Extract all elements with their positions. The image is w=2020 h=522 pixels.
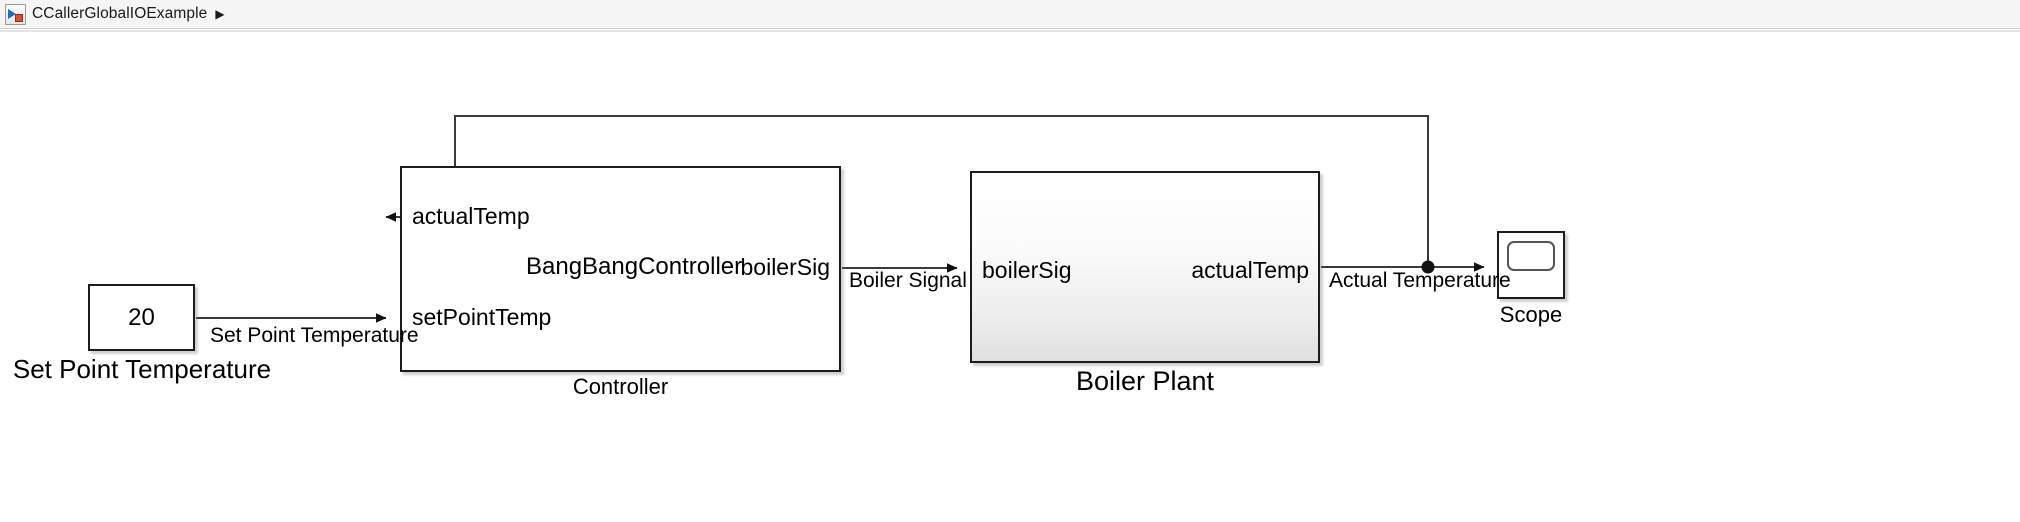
chevron-right-icon[interactable]: ▶ [215, 7, 225, 21]
simulink-model-icon-square [15, 13, 23, 22]
block-label-controller: Controller [572, 374, 669, 399]
simulink-model-icon [5, 3, 26, 25]
block-set-point-temperature[interactable]: 20 [88, 284, 195, 351]
breadcrumb-bar: CCallerGlobalIOExample ▶ [0, 0, 2020, 29]
breadcrumb-model-name[interactable]: CCallerGlobalIOExample [32, 5, 208, 22]
signal-label-actual-temperature: Actual Temperature [1329, 269, 1511, 292]
breadcrumb[interactable]: CCallerGlobalIOExample ▶ [0, 3, 225, 25]
port-label-controller-boilersig: boilerSig [740, 254, 831, 280]
block-label-boiler-plant: Boiler Plant [1075, 366, 1215, 396]
block-label-set-point-temperature: Set Point Temperature [12, 354, 272, 384]
controller-inner-function-name: BangBangController [526, 253, 743, 280]
signal-label-set-point-temperature: Set Point Temperature [210, 324, 419, 347]
block-controller[interactable]: actualTemp setPointTemp BangBangControll… [400, 166, 841, 372]
breadcrumb-separator [0, 30, 2020, 32]
block-label-scope: Scope [1499, 302, 1563, 327]
simulink-model-icon-triangle [8, 8, 16, 19]
signal-label-boiler-signal: Boiler Signal [849, 269, 967, 292]
scope-screen-icon [1507, 241, 1555, 271]
port-label-boiler-boilersig: boilerSig [982, 257, 1072, 283]
model-canvas[interactable]: 20 Set Point Temperature actualTemp setP… [0, 32, 2020, 522]
constant-value: 20 [128, 303, 155, 331]
port-label-controller-actualtemp: actualTemp [412, 203, 530, 229]
port-label-boiler-actualtemp: actualTemp [1191, 257, 1309, 283]
block-boiler-plant[interactable]: boilerSig actualTemp [970, 171, 1320, 363]
port-label-controller-setpointtemp: setPointTemp [412, 304, 552, 330]
block-scope[interactable] [1497, 231, 1565, 299]
